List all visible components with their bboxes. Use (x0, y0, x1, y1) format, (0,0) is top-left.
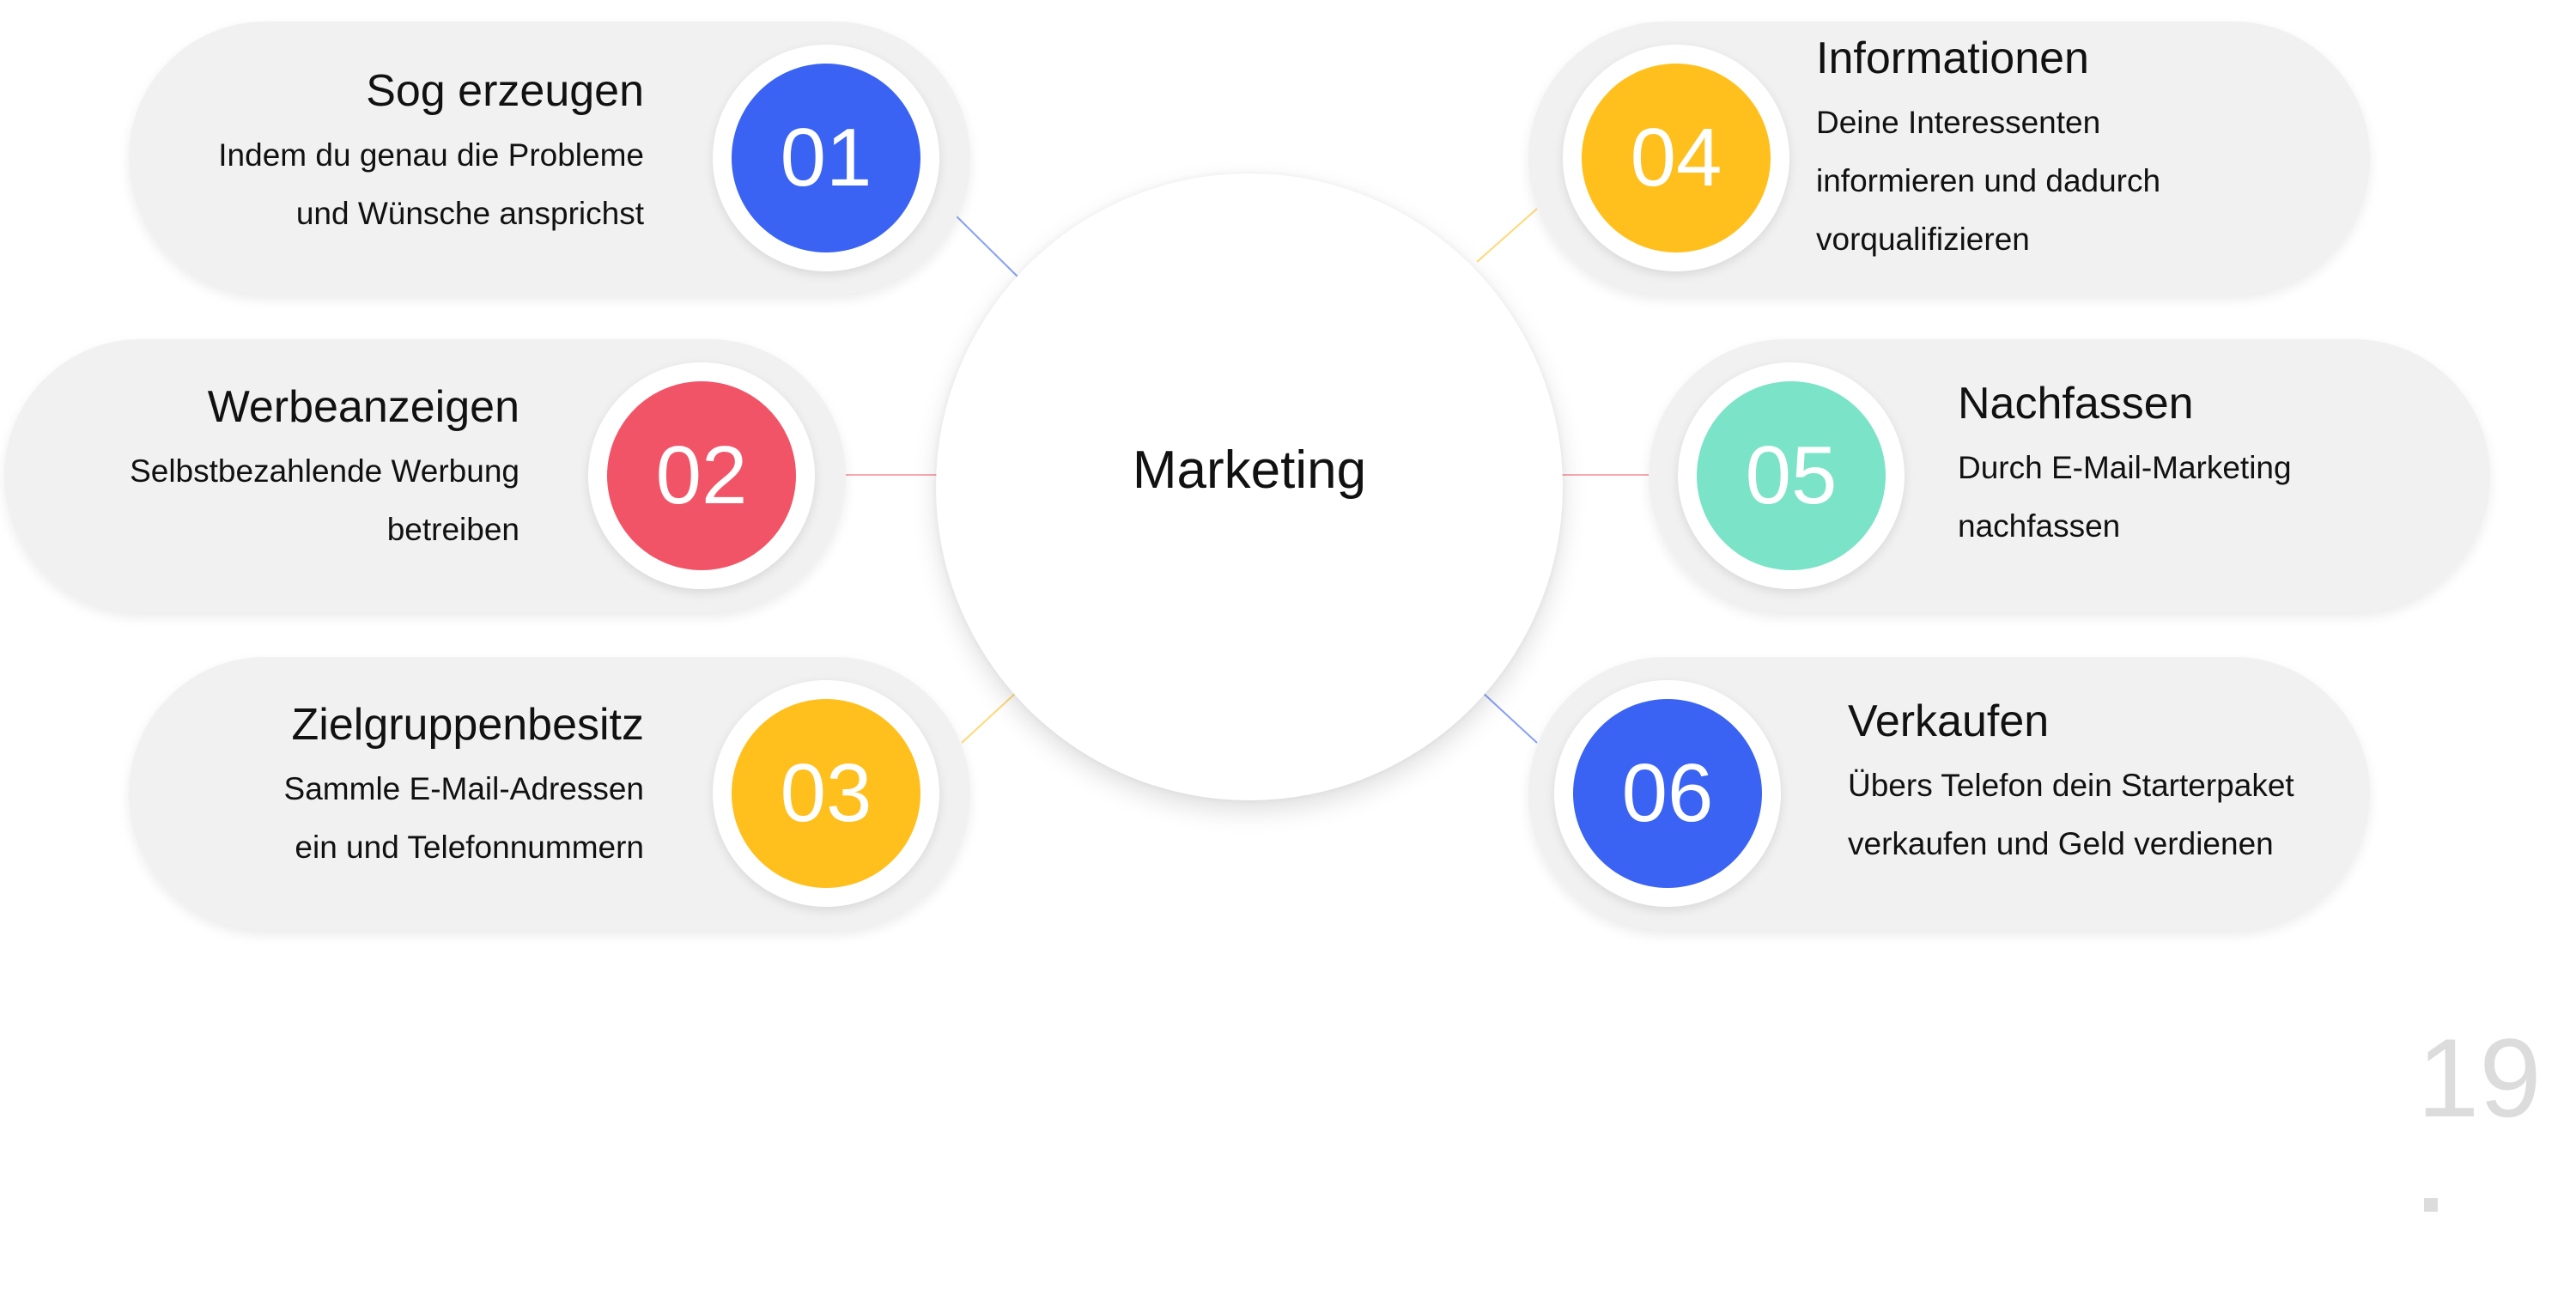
step-03-desc-line1: Sammle E-Mail-Adressen (283, 771, 644, 807)
step-06-desc: Übers Telefon dein Starterpaket verkaufe… (1848, 757, 2294, 873)
step-05-desc: Durch E-Mail-Marketing nachfassen (1958, 439, 2292, 556)
step-03-badge: 03 (713, 680, 939, 907)
step-02-number: 02 (607, 381, 796, 570)
step-05-badge: 05 (1678, 362, 1905, 589)
step-01-badge: 01 (713, 45, 939, 271)
step-01-desc-line2: und Wünsche ansprichst (295, 196, 644, 232)
step-06-card: Verkaufen Übers Telefon dein Starterpake… (1528, 657, 2370, 930)
page-number: 19 (2417, 1015, 2542, 1140)
connector-06 (1480, 690, 1538, 744)
connector-01 (952, 212, 1018, 277)
center-label: Marketing (1132, 440, 1367, 500)
step-04-desc-line3: vorqualifizieren (1816, 222, 2030, 258)
step-02-desc-line1: Selbstbezahlende Werbung (130, 453, 519, 489)
connector-04 (1476, 208, 1538, 263)
step-06-title: Verkaufen (1848, 696, 2050, 746)
step-01-title: Sog erzeugen (366, 66, 644, 116)
step-04-number: 04 (1582, 64, 1771, 252)
step-02-desc: Selbstbezahlende Werbung betreiben (130, 442, 519, 559)
step-03-desc-line2: ein und Telefonnummern (295, 830, 644, 866)
step-04-desc-line1: Deine Interessenten (1816, 105, 2101, 141)
step-04-title: Informationen (1816, 33, 2089, 83)
step-05-desc-line1: Durch E-Mail-Marketing (1958, 450, 2292, 486)
step-05-card: Nachfassen Durch E-Mail-Marketing nachfa… (1649, 339, 2490, 612)
step-01-desc-line1: Indem du genau die Probleme (218, 137, 644, 173)
step-06-badge: 06 (1554, 680, 1781, 907)
step-06-number: 06 (1573, 699, 1762, 888)
step-05-desc-line2: nachfassen (1958, 508, 2121, 544)
step-04-card: Informationen Deine Interessenten inform… (1528, 21, 2370, 295)
step-03-text: Zielgruppenbesitz Sammle E-Mail-Adressen… (284, 698, 644, 877)
step-04-badge: 04 (1563, 45, 1789, 271)
step-03-number: 03 (732, 699, 920, 888)
connector-03 (961, 690, 1018, 744)
step-02-title: Werbeanzeigen (207, 382, 519, 432)
step-04-desc: Deine Interessenten informieren und dadu… (1816, 94, 2160, 269)
step-02-desc-line2: betreiben (386, 512, 519, 548)
step-02-text: Werbeanzeigen Selbstbezahlende Werbung b… (130, 380, 519, 559)
step-01-card: Sog erzeugen Indem du genau die Probleme… (129, 21, 970, 295)
step-05-number: 05 (1697, 381, 1886, 570)
step-06-text: Verkaufen Übers Telefon dein Starterpake… (1848, 695, 2294, 873)
center-hub: Marketing (936, 173, 1563, 800)
step-06-desc-line1: Übers Telefon dein Starterpaket (1848, 768, 2294, 804)
step-03-desc: Sammle E-Mail-Adressen ein und Telefonnu… (284, 760, 644, 877)
step-02-badge: 02 (588, 362, 815, 589)
step-03-title: Zielgruppenbesitz (291, 700, 644, 750)
step-02-card: Werbeanzeigen Selbstbezahlende Werbung b… (4, 339, 846, 612)
step-05-text: Nachfassen Durch E-Mail-Marketing nachfa… (1958, 377, 2292, 556)
step-06-desc-line2: verkaufen und Geld verdienen (1848, 826, 2274, 862)
step-03-card: Zielgruppenbesitz Sammle E-Mail-Adressen… (129, 657, 970, 930)
step-04-desc-line2: informieren und dadurch (1816, 163, 2161, 199)
step-01-number: 01 (732, 64, 920, 252)
page-marker (2424, 1198, 2438, 1212)
step-01-text: Sog erzeugen Indem du genau die Probleme… (218, 64, 644, 243)
step-05-title: Nachfassen (1958, 379, 2194, 429)
step-01-desc: Indem du genau die Probleme und Wünsche … (218, 126, 644, 243)
step-04-text: Informationen Deine Interessenten inform… (1816, 32, 2160, 269)
